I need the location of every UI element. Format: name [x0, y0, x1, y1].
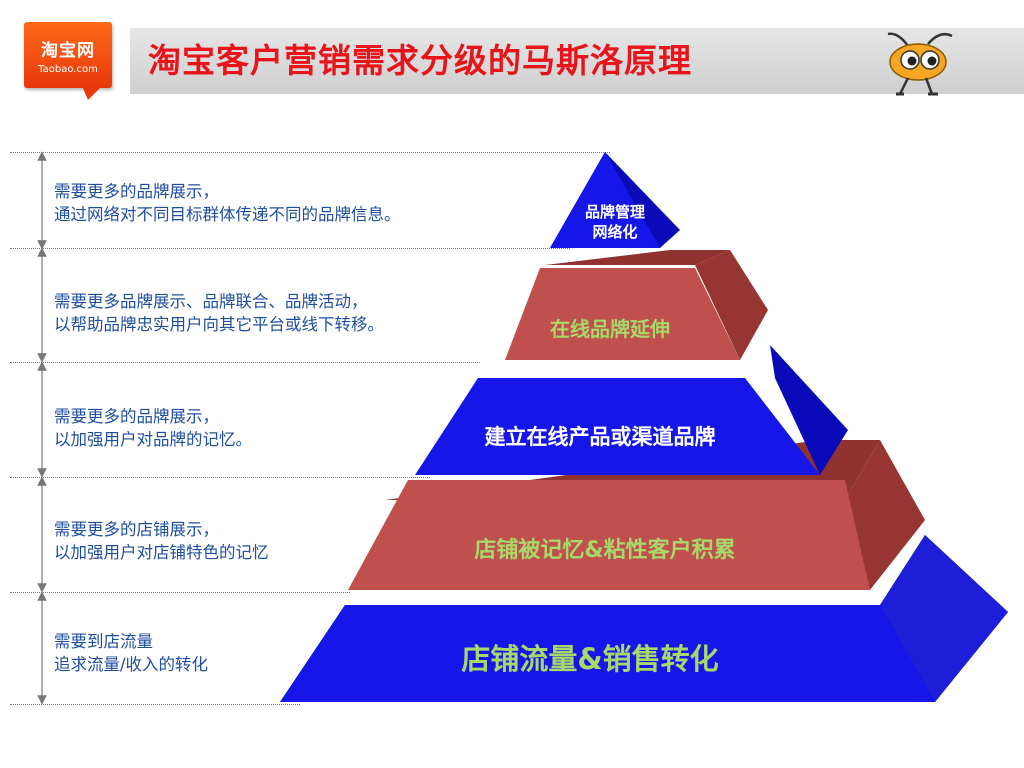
level-3-description: 需要更多的品牌展示， 以加强用户对品牌的记忆。 [54, 405, 252, 451]
level-separator [10, 362, 480, 363]
description-line: 以帮助品牌忠实用户向其它平台或线下转移。 [54, 315, 384, 334]
level-separator [10, 592, 350, 593]
description-line: 需要到店流量 [54, 632, 153, 651]
description-line: 需要更多的品牌展示， [54, 407, 219, 426]
level-1-description: 需要更多的品牌展示， 通过网络对不同目标群体传递不同的品牌信息。 [54, 180, 401, 226]
level-separator [10, 248, 570, 249]
pyramid-level-3 [415, 345, 848, 475]
description-line: 需要更多品牌展示、品牌联合、品牌活动， [54, 292, 368, 311]
pyramid-level-1 [550, 152, 680, 248]
pyramid-level-5 [280, 535, 1008, 702]
description-line: 需要更多的品牌展示， [54, 182, 219, 201]
level-separator [10, 704, 300, 705]
pyramid-level-2 [505, 250, 768, 360]
description-line: 通过网络对不同目标群体传递不同的品牌信息。 [54, 205, 401, 224]
ant-mascot-icon [887, 32, 953, 96]
pyramid-level-2-label: 在线品牌延伸 [550, 317, 670, 341]
level-5-description: 需要到店流量 追求流量/收入的转化 [54, 630, 208, 676]
pyramid-level-4-label: 店铺被记忆&粘性客户积累 [474, 538, 736, 563]
pyramid-level-5-label: 店铺流量&销售转化 [461, 642, 719, 676]
pyramid-level-3-label: 建立在线产品或渠道品牌 [484, 425, 716, 449]
pyramid-level-1-label-line: 网络化 [592, 223, 638, 241]
description-line: 需要更多的店铺展示， [54, 520, 219, 539]
description-line: 以加强用户对店铺特色的记忆 [54, 543, 269, 562]
level-separator [10, 477, 430, 478]
pyramid-level-1-label-line: 品牌管理 [584, 203, 645, 221]
description-line: 以加强用户对品牌的记忆。 [54, 430, 252, 449]
pyramid-level-1-label: 品牌管理 网络化 [560, 202, 670, 242]
level-4-description: 需要更多的店铺展示， 以加强用户对店铺特色的记忆 [54, 518, 269, 564]
taobao-logo: 淘宝网 Taobao.com [24, 22, 112, 100]
level-separator [10, 152, 610, 153]
level-2-description: 需要更多品牌展示、品牌联合、品牌活动， 以帮助品牌忠实用户向其它平台或线下转移。 [54, 290, 384, 336]
logo-chinese-text: 淘宝网 [41, 41, 95, 61]
page-title: 淘宝客户营销需求分级的马斯洛原理 [148, 41, 692, 80]
title-bar [130, 28, 1024, 94]
logo-english-text: Taobao.com [38, 64, 98, 75]
description-line: 追求流量/收入的转化 [54, 655, 209, 674]
